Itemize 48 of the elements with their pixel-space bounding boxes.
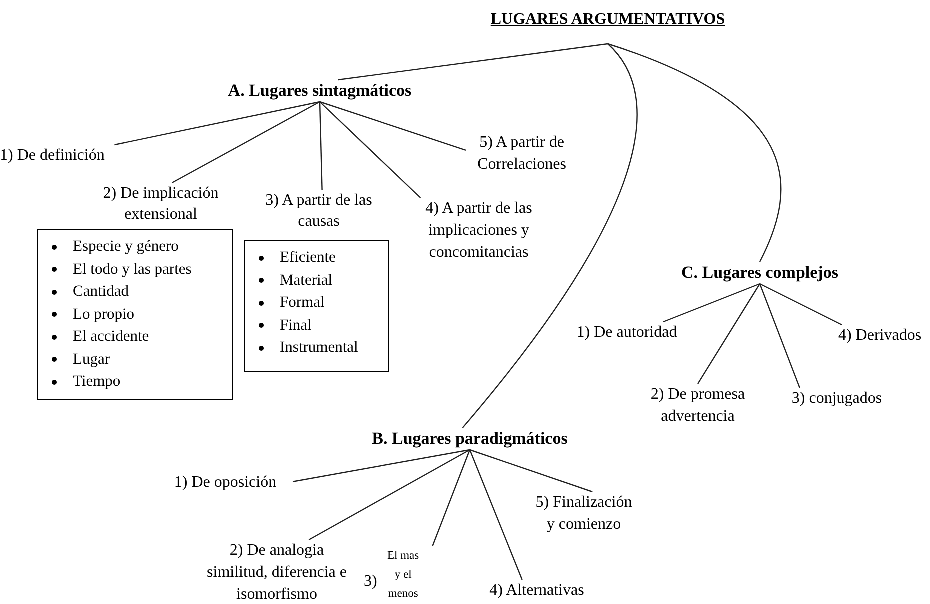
item-label: El mas y el menos: [386, 548, 420, 602]
connector-line: [114, 101, 320, 146]
list-item: Lugar: [73, 350, 110, 370]
item-label: 4) Alternativas: [476, 580, 598, 602]
connector-line: [663, 283, 760, 323]
item-label: 3) conjugados: [784, 388, 890, 410]
list-item: Final: [280, 316, 312, 336]
connector-line: [462, 44, 638, 428]
root-heading: LUGARES ARGUMENTATIVOS: [490, 10, 726, 30]
connector-line: [469, 450, 523, 580]
category-heading: A. Lugares sintagmáticos: [228, 80, 412, 102]
subcategory-label: 3) A partir de las causas: [264, 191, 374, 232]
item-label: 1) De definición: [0, 145, 135, 167]
item-label: 5) Finalización y comienzo: [530, 492, 638, 536]
item-label: 1) De autoridad: [566, 322, 688, 344]
connector-line: [338, 43, 608, 81]
list-item: Cantidad: [73, 282, 129, 302]
connector-line: [698, 284, 760, 384]
item-label: 5) A partir de Correlaciones: [466, 132, 578, 178]
item-label: 2) De promesa advertencia: [640, 384, 756, 428]
list-item: El todo y las partes: [73, 260, 192, 280]
list-item: El accidente: [73, 327, 150, 347]
list-item: Especie y género: [73, 237, 179, 257]
connector-line: [320, 101, 466, 151]
item-label: 4) A partir de las implicaciones y concomitancias: [398, 198, 560, 266]
connector-line: [292, 449, 470, 482]
connector-line: [320, 102, 422, 198]
subcategory-label: 2) De implicación extensional: [102, 184, 220, 225]
connector-line: [172, 101, 320, 184]
item-label: 2) De analogia similitud, diferencia e isomorfismo: [204, 540, 350, 602]
list-item: Material: [280, 270, 333, 290]
list-item: Formal: [280, 293, 325, 313]
list-item: Instrumental: [280, 338, 358, 358]
connector-line: [319, 102, 323, 190]
item-label: 3): [364, 572, 378, 592]
connector-line: [432, 450, 471, 546]
category-heading: B. Lugares paradigmáticos: [350, 428, 590, 450]
list-item: Lo propio: [73, 304, 135, 324]
category-heading: C. Lugares complejos: [668, 262, 852, 284]
connector-line: [470, 449, 593, 493]
list-item: Tiempo: [73, 372, 121, 392]
connector-line: [760, 283, 842, 326]
connector-line: [308, 449, 470, 541]
item-label: 4) Derivados: [830, 325, 930, 347]
item-label: 1) De oposición: [158, 472, 293, 494]
connector-line: [759, 284, 800, 388]
list-item: Eficiente: [280, 248, 336, 268]
connector-line: [608, 43, 782, 262]
